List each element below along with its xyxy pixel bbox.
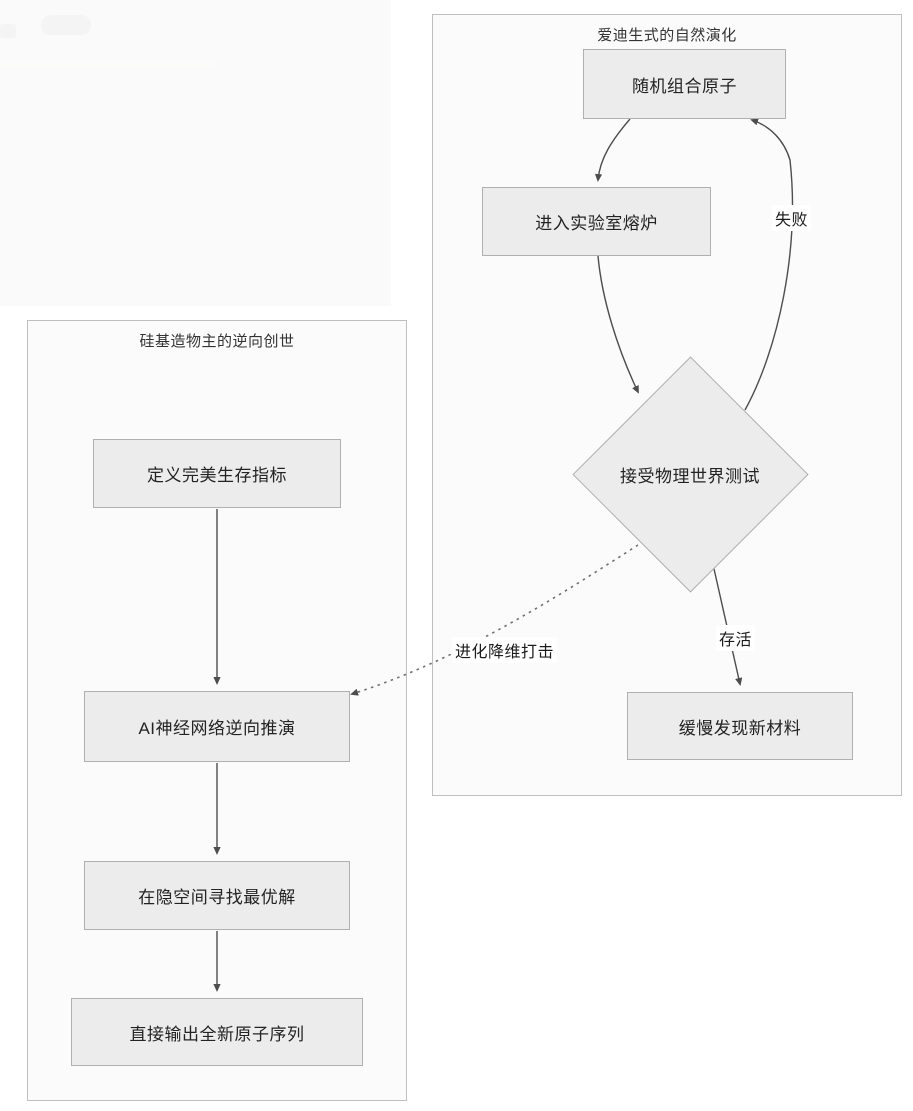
background-panel-artifact <box>0 0 391 306</box>
node-define-metrics[interactable]: 定义完美生存指标 <box>93 439 341 508</box>
node-output-sequence[interactable]: 直接输出全新原子序列 <box>71 998 363 1066</box>
node-ai-inverse[interactable]: AI神经网络逆向推演 <box>84 691 350 762</box>
background-line-artifact <box>0 62 215 67</box>
subgraph-title-reverse-creation: 硅基造物主的逆向创世 <box>139 333 295 350</box>
node-ai-inverse-label: AI神经网络逆向推演 <box>138 719 296 738</box>
node-physical-test-label: 接受物理世界测试 <box>620 466 760 486</box>
edge-label-survive: 存活 <box>716 625 756 651</box>
node-physical-test[interactable]: 接受物理世界测试 <box>571 355 809 593</box>
node-slow-discovery[interactable]: 缓慢发现新材料 <box>627 692 853 760</box>
node-enter-furnace-label: 进入实验室熔炉 <box>535 214 658 233</box>
node-define-metrics-label: 定义完美生存指标 <box>147 466 287 485</box>
edge-label-dimension-strike: 进化降维打击 <box>452 637 558 663</box>
node-random-atoms-label: 随机组合原子 <box>632 76 737 96</box>
node-slow-discovery-label: 缓慢发现新材料 <box>678 718 802 738</box>
background-pill-artifact <box>41 15 91 35</box>
node-random-atoms[interactable]: 随机组合原子 <box>583 49 786 119</box>
subgraph-title-natural-evolution: 爱迪生式的自然演化 <box>597 27 737 44</box>
node-latent-search[interactable]: 在隐空间寻找最优解 <box>84 861 350 930</box>
background-chip-artifact <box>0 24 16 38</box>
node-enter-furnace[interactable]: 进入实验室熔炉 <box>482 187 711 256</box>
node-output-sequence-label: 直接输出全新原子序列 <box>129 1024 305 1044</box>
node-latent-search-label: 在隐空间寻找最优解 <box>138 888 296 907</box>
edge-label-fail: 失败 <box>772 205 812 231</box>
